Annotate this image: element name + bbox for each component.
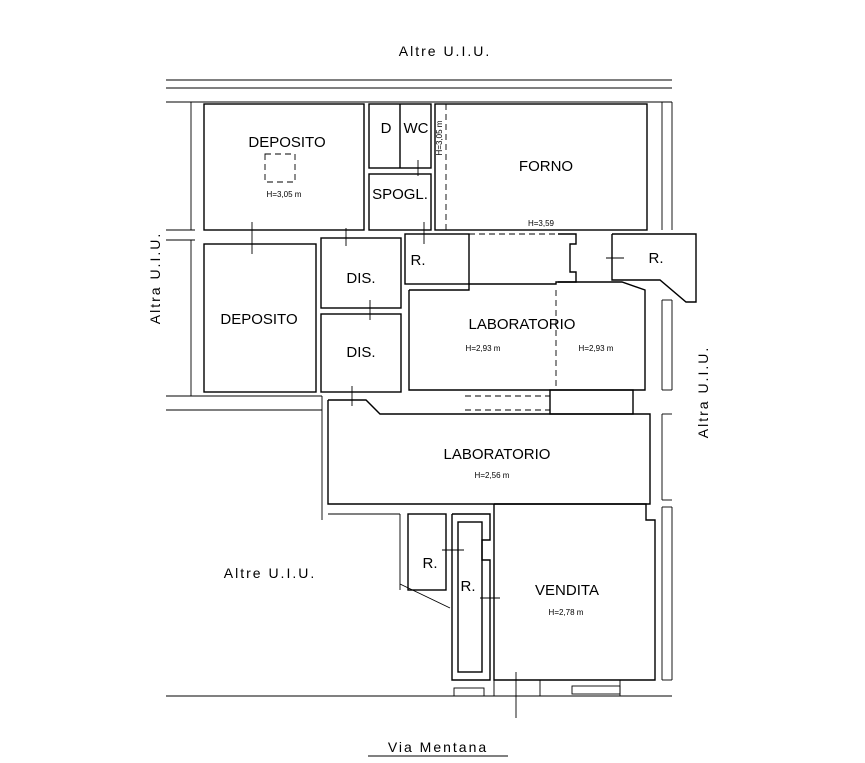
height-laboratorio-1-a: H=2,93 m bbox=[466, 344, 501, 353]
room-r-1: R. bbox=[411, 252, 426, 269]
door-marks bbox=[251, 160, 624, 718]
height-laboratorio-1-b: H=2,93 m bbox=[579, 344, 614, 353]
room-laboratorio-1: LABORATORIO bbox=[469, 316, 576, 333]
room-d: D bbox=[381, 120, 392, 137]
room-wc: WC bbox=[404, 120, 429, 137]
room-r-4: R. bbox=[461, 578, 476, 595]
label-left-neighbor: Altra U.I.U. bbox=[147, 232, 163, 324]
room-deposito-top: DEPOSITO bbox=[248, 134, 325, 151]
height-forno: H=3,59 bbox=[528, 219, 555, 228]
room-vendita: VENDITA bbox=[535, 582, 599, 599]
room-spogl: SPOGL. bbox=[372, 186, 428, 203]
room-forno: FORNO bbox=[519, 158, 573, 175]
boundary-lines bbox=[166, 79, 673, 697]
room-r-2: R. bbox=[649, 250, 664, 267]
label-bottom-left-neighbors: Altre U.I.U. bbox=[224, 565, 316, 581]
room-dis-2: DIS. bbox=[346, 344, 375, 361]
label-top-neighbors: Altre U.I.U. bbox=[399, 43, 491, 59]
label-right-neighbor: Altra U.I.U. bbox=[695, 346, 711, 438]
room-dis-1: DIS. bbox=[346, 270, 375, 287]
room-r-3: R. bbox=[423, 555, 438, 572]
room-deposito-left: DEPOSITO bbox=[220, 311, 297, 328]
height-deposito-top: H=3,05 m bbox=[267, 190, 302, 199]
dashed-partitions bbox=[264, 104, 646, 505]
height-wc: H=3,05 m bbox=[435, 120, 444, 155]
label-street: Via Mentana bbox=[388, 739, 488, 755]
height-vendita: H=2,78 m bbox=[549, 608, 584, 617]
height-laboratorio-2: H=2,56 m bbox=[475, 471, 510, 480]
room-laboratorio-2: LABORATORIO bbox=[444, 446, 551, 463]
